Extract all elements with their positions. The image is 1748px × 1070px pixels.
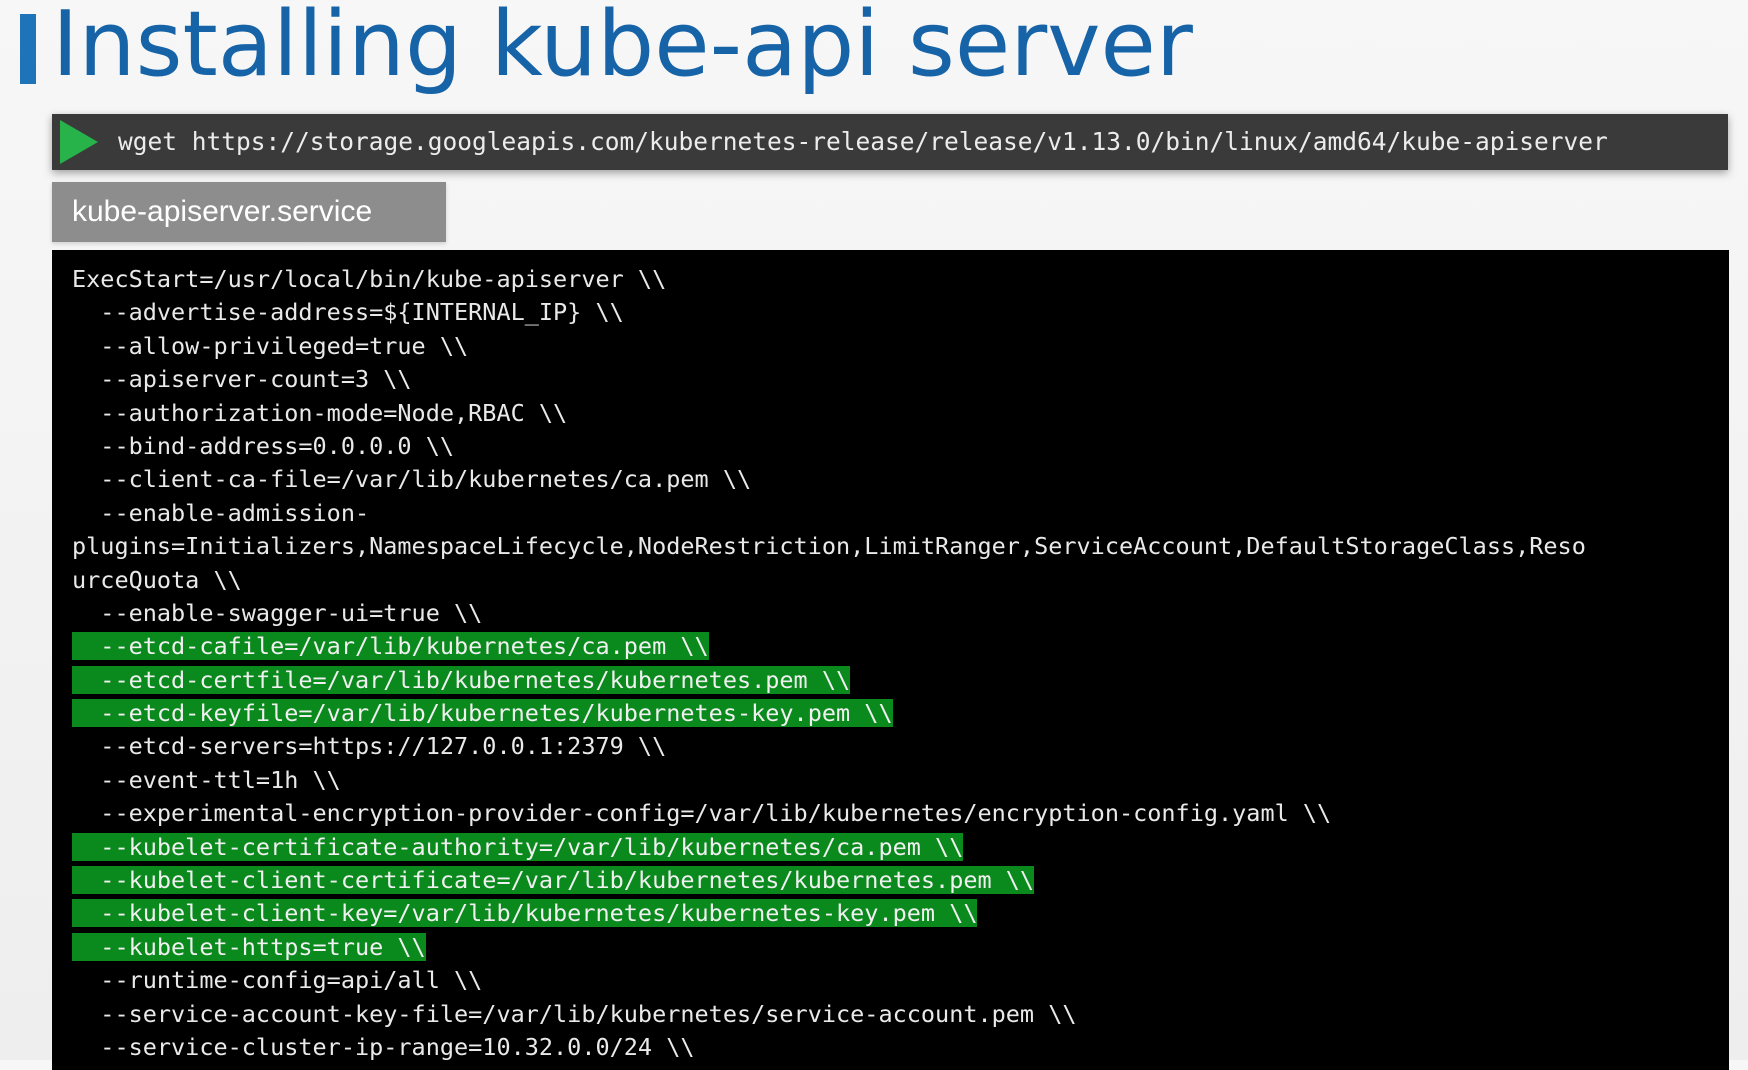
code-line: --experimental-encryption-provider-confi… — [72, 797, 1586, 830]
code-line-text: --etcd-keyfile=/var/lib/kubernetes/kuber… — [72, 699, 893, 728]
code-line: ExecStart=/usr/local/bin/kube-apiserver … — [72, 263, 1586, 296]
code-line-text: --etcd-cafile=/var/lib/kubernetes/ca.pem… — [72, 632, 709, 661]
code-line-text: --service-account-key-file=/var/lib/kube… — [72, 999, 1077, 1028]
code-line: plugins=Initializers,NamespaceLifecycle,… — [72, 530, 1586, 563]
code-line: --bind-address=0.0.0.0 \\ — [72, 430, 1586, 463]
command-bar: wget https://storage.googleapis.com/kube… — [52, 114, 1728, 170]
code-line: --etcd-servers=https://127.0.0.1:2379 \\ — [72, 730, 1586, 763]
code-line-text: --enable-admission- — [72, 498, 370, 527]
code-line: --allow-privileged=true \\ — [72, 330, 1586, 363]
code-line-text: --etcd-certfile=/var/lib/kubernetes/kube… — [72, 665, 851, 694]
code-line-text: --experimental-encryption-provider-confi… — [72, 799, 1332, 828]
code-line-text: --allow-privileged=true \\ — [72, 331, 469, 360]
highlighted-code-line: --kubelet-https=true \\ — [72, 931, 1586, 964]
code-line: --client-ca-file=/var/lib/kubernetes/ca.… — [72, 463, 1586, 496]
highlighted-code-line: --etcd-keyfile=/var/lib/kubernetes/kuber… — [72, 697, 1586, 730]
code-line-text: --runtime-config=api/all \\ — [72, 966, 483, 995]
code-line-text: --kubelet-https=true \\ — [72, 932, 426, 961]
code-line-text: --service-cluster-ip-range=10.32.0.0/24 … — [72, 1032, 695, 1061]
code-line-text: ExecStart=/usr/local/bin/kube-apiserver … — [72, 265, 667, 293]
code-line: --authorization-mode=Node,RBAC \\ — [72, 397, 1586, 430]
highlighted-code-line: --etcd-cafile=/var/lib/kubernetes/ca.pem… — [72, 630, 1586, 663]
code-line-text: --bind-address=0.0.0.0 \\ — [72, 431, 455, 460]
code-line: --advertise-address=${INTERNAL_IP} \\ — [72, 296, 1586, 329]
code-line-text: --advertise-address=${INTERNAL_IP} \\ — [72, 298, 624, 327]
code-line: --service-account-key-file=/var/lib/kube… — [72, 998, 1586, 1031]
code-line: --enable-admission- — [72, 497, 1586, 530]
highlighted-code-line: --kubelet-client-certificate=/var/lib/ku… — [72, 864, 1586, 897]
title-accent-bar — [20, 14, 36, 84]
code-line: --event-ttl=1h \\ — [72, 764, 1586, 797]
highlighted-code-line: --kubelet-certificate-authority=/var/lib… — [72, 831, 1586, 864]
code-line-text: urceQuota \\ — [72, 565, 242, 594]
code-line: urceQuota \\ — [72, 564, 1586, 597]
code-line: --enable-swagger-ui=true \\ — [72, 597, 1586, 630]
code-line-text: --kubelet-client-key=/var/lib/kubernetes… — [72, 899, 978, 928]
code-panel: ExecStart=/usr/local/bin/kube-apiserver … — [52, 250, 1729, 1070]
code-line: --service-cluster-ip-range=10.32.0.0/24 … — [72, 1031, 1586, 1064]
file-tab: kube-apiserver.service — [52, 182, 446, 242]
code-line: --apiserver-count=3 \\ — [72, 363, 1586, 396]
code-lines: ExecStart=/usr/local/bin/kube-apiserver … — [72, 263, 1586, 1064]
highlighted-code-line: --etcd-certfile=/var/lib/kubernetes/kube… — [72, 664, 1586, 697]
code-line-text: --apiserver-count=3 \\ — [72, 365, 412, 394]
play-icon — [60, 120, 98, 164]
code-line-text: --event-ttl=1h \\ — [72, 765, 341, 794]
code-line-text: --enable-swagger-ui=true \\ — [72, 598, 483, 627]
code-line-text: --kubelet-client-certificate=/var/lib/ku… — [72, 866, 1035, 895]
highlighted-code-line: --kubelet-client-key=/var/lib/kubernetes… — [72, 897, 1586, 930]
slide-title: Installing kube-api server — [52, 0, 1193, 97]
code-line-text: --client-ca-file=/var/lib/kubernetes/ca.… — [72, 465, 752, 494]
code-line: --runtime-config=api/all \\ — [72, 964, 1586, 997]
code-line-text: --kubelet-certificate-authority=/var/lib… — [72, 832, 964, 861]
file-tab-label: kube-apiserver.service — [72, 195, 373, 228]
code-line-text: --authorization-mode=Node,RBAC \\ — [72, 398, 568, 427]
wget-command: wget https://storage.googleapis.com/kube… — [118, 127, 1608, 156]
code-line-text: --etcd-servers=https://127.0.0.1:2379 \\ — [72, 732, 667, 761]
code-line-text: plugins=Initializers,NamespaceLifecycle,… — [72, 532, 1586, 561]
